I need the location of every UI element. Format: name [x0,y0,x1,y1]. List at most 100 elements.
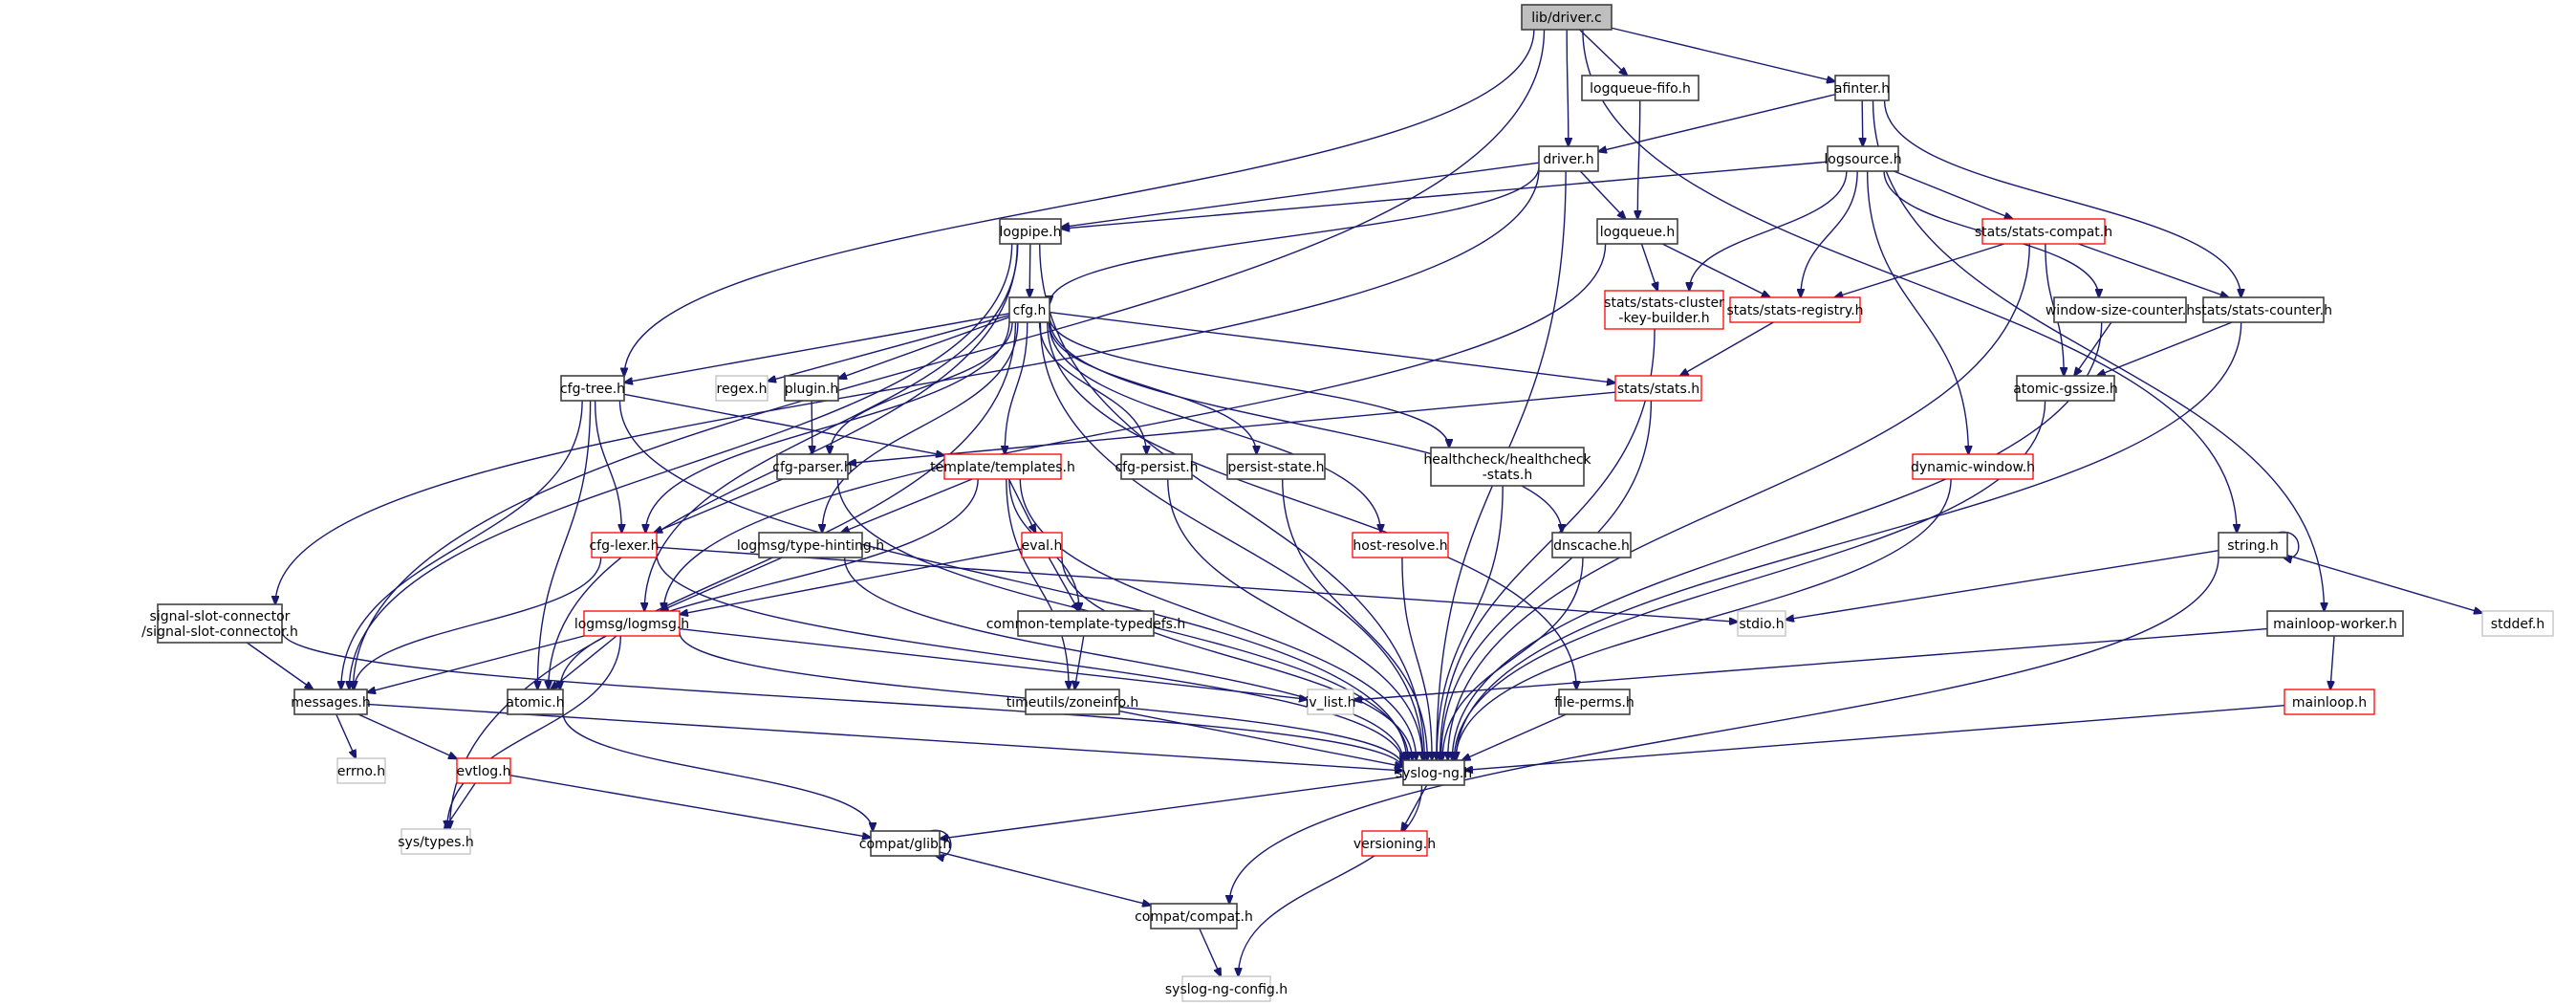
edge-evtlog-to-glib [509,775,871,838]
edge-stats_compat-to-stats_counter [2078,243,2228,297]
edge-messages-to-errno [336,713,356,758]
node-driver-h[interactable]: driver.h [1538,145,1599,172]
node-logqueue-fifo[interactable]: logqueue-fifo.h [1581,75,1699,101]
node-box [1150,903,1238,929]
node-box [1521,4,1613,31]
node-zoneinfo[interactable]: timeutils/zoneinfo.h [1007,689,1139,715]
edge-stats-to-syslog_ng [1441,400,1653,760]
node-iv-list[interactable]: iv_list.h [1305,689,1356,715]
node-box [1008,296,1050,323]
node-logmsg[interactable]: logmsg/logmsg.h [574,610,689,637]
node-sys-types[interactable]: sys/types.h [398,828,474,855]
node-label: mainloop.h [2292,695,2367,711]
edge-logpipe-to-cfg [1029,243,1030,297]
node-messages[interactable]: messages.h [291,689,371,715]
edge-cfg-to-cfg_persist [1038,321,1147,454]
node-stdio[interactable]: stdio.h [1737,610,1786,637]
edge-dnscache-to-syslog_ng [1442,557,1584,760]
node-eval[interactable]: eval.h [1021,532,1063,558]
node-label: logmsg/type-hinting.h [737,538,884,554]
node-string[interactable]: string.h [2218,532,2288,558]
node-label: string.h [2227,538,2279,554]
node-label: persist-state.h [1227,460,1324,475]
node-afinter[interactable]: afinter.h [1834,75,1890,101]
node-config[interactable]: syslog-ng-config.h [1165,975,1288,1002]
node-box [1581,75,1699,101]
node-evtlog[interactable]: evtlog.h [456,757,511,784]
node-box [456,757,511,784]
node-file-perms[interactable]: file-perms.h [1554,689,1634,715]
node-persist-state[interactable]: persist-state.h [1226,453,1326,480]
node-ctt[interactable]: common-template-typedefs.h [986,610,1186,637]
node-stats-compat[interactable]: stats/stats-compat.h [1975,218,2112,245]
node-cfg-lexer[interactable]: cfg-lexer.h [589,532,660,558]
node-cfg-parser[interactable]: cfg-parser.h [772,453,853,480]
node-cfg[interactable]: cfg.h [1008,296,1050,323]
node-box [400,828,471,855]
node-driver-c[interactable]: lib/driver.c [1521,4,1613,31]
node-wsc[interactable]: window-size-counter.h [2046,296,2195,323]
node-box [870,830,941,857]
edge-string-to-stdio [1786,550,2219,620]
edge-zoneinfo-to-syslog_ng [1118,710,1403,767]
node-logpipe[interactable]: logpipe.h [999,218,1062,245]
edge-messages-to-evtlog [357,713,457,758]
node-versioning[interactable]: versioning.h [1353,830,1436,857]
node-compat[interactable]: compat/compat.h [1135,903,1253,929]
edge-cfg-to-cfg_lexer [645,321,1010,533]
edge-string-to-compat [1229,557,2219,904]
node-stats[interactable]: stats/stats.h [1614,375,1702,402]
node-healthcheck[interactable]: healthcheck/healthcheck-stats.h [1423,447,1592,487]
node-box [1430,447,1585,487]
node-host-resolve[interactable]: host-resolve.h [1352,532,1449,558]
node-syslog-ng[interactable]: syslog-ng.h [1396,759,1472,786]
node-box [943,453,1062,480]
node-mainloop-worker[interactable]: mainloop-worker.h [2266,610,2404,637]
node-stats-registry[interactable]: stats/stats-registry.h [1726,296,1864,323]
edge-driver_c-to-cfg_tree [624,29,1535,376]
node-glib[interactable]: compat/glib.h [859,830,951,857]
node-cfg-tree[interactable]: cfg-tree.h [560,375,625,402]
node-box [591,532,658,558]
node-label: cfg-persist.h [1115,460,1198,475]
node-stats-counter[interactable]: stats/stats-counter.h [2195,296,2332,323]
node-box [1834,75,1890,101]
node-plugin[interactable]: plugin.h [784,375,839,402]
edge-driver_h-to-logpipe [1061,162,1540,227]
node-box [1307,689,1354,715]
edge-driver_c-to-driver_h [1567,29,1569,146]
node-atomic[interactable]: atomic.h [506,689,565,715]
node-box [1181,975,1271,1002]
edge-logpipe-to-messages [349,243,1013,689]
node-logqueue[interactable]: logqueue.h [1596,218,1678,245]
node-box [2218,532,2288,558]
node-stddef[interactable]: stddef.h [2481,610,2554,637]
node-regex[interactable]: regex.h [715,375,768,402]
edge-cfg_parser-to-cfg_lexer [654,478,784,533]
node-label: afinter.h [1834,81,1890,97]
edge-cfg-to-healthcheck [1049,316,1449,448]
node-templates[interactable]: template/templates.h [930,453,1075,480]
edge-cfg-to-type_hinting [822,321,1019,533]
edge-glib-to-compat [939,851,1151,906]
edge-cfg-to-dnscache [1049,317,1562,533]
node-errno[interactable]: errno.h [336,757,386,784]
node-dnscache[interactable]: dnscache.h [1551,532,1632,558]
node-dynamic-window[interactable]: dynamic-window.h [1911,453,2035,480]
node-box [1402,759,1465,786]
node-box [2266,610,2404,637]
node-stats-ckb[interactable]: stats/stats-cluster-key-builder.h [1604,290,1724,330]
node-label: dynamic-window.h [1911,460,2035,475]
node-type-hinting[interactable]: logmsg/type-hinting.h [737,532,884,558]
edge-stats_compat-to-syslog_ng [1448,243,2031,760]
node-box [560,375,625,402]
node-cfg-persist[interactable]: cfg-persist.h [1115,453,1199,480]
edge-messages-to-syslog_ng [366,703,1403,771]
node-ssc[interactable]: signal-slot-connector/signal-slot-connec… [141,603,298,644]
edge-logsource-to-stats_registry [1801,170,1858,297]
node-atomic-gssize[interactable]: atomic-gssize.h [2013,375,2118,402]
edge-cfg-to-regex [768,315,1010,382]
node-mainloop[interactable]: mainloop.h [2284,689,2375,715]
edge-wsc-to-syslog_ng [1452,321,2103,760]
node-logsource[interactable]: logsource.h [1824,145,1902,172]
